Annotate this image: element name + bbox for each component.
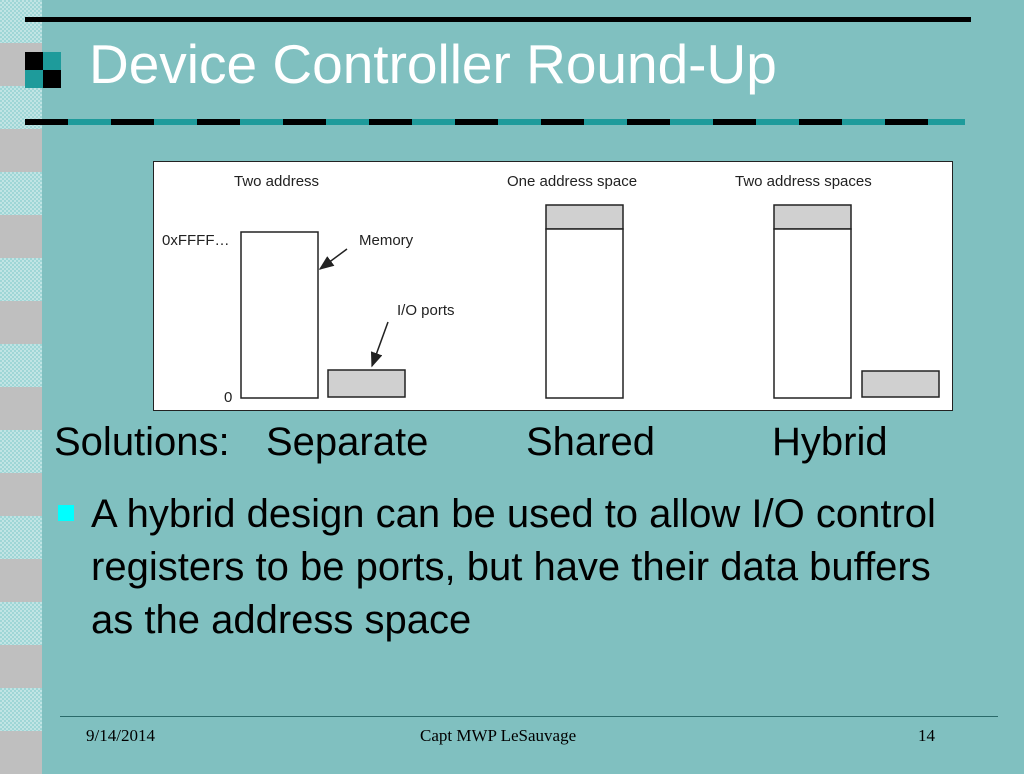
panel-label-separate: Two address [234,173,319,190]
memory-arrow [318,248,348,270]
memory-block [773,228,852,399]
panel-label-shared: One address space [507,173,637,190]
strip-band [0,215,42,258]
footer-rule [60,716,998,717]
io-ports-block [327,369,406,398]
panel-label-hybrid: Two address spaces [735,173,872,190]
memory-label: Memory [359,232,414,249]
strip-band [0,387,42,430]
bottom-address-label: 0 [224,389,232,406]
strip-band [0,731,42,774]
strip-band [0,301,42,344]
io-ports-label: I/O ports [397,302,455,319]
io-region-block [773,204,852,230]
footer-author: Capt MWP LeSauvage [420,726,577,745]
title-bullet-icon [25,52,61,88]
solutions-prefix: Solutions: [54,420,230,464]
title-underline-rule [25,119,965,125]
footer-date: 9/14/2014 [86,726,155,745]
solution-shared: Shared [526,420,655,464]
address-space-figure: Two address 0xFFFF… 0 Memory I/O ports O… [153,161,953,411]
top-address-label: 0xFFFF… [162,232,230,249]
io-ports-block [861,370,940,398]
memory-block [545,228,624,399]
io-region-block [545,204,624,230]
strip-band [0,645,42,688]
left-decorative-strip [0,0,42,774]
solution-hybrid: Hybrid [772,420,888,464]
io-ports-arrow [370,321,389,368]
strip-band [0,559,42,602]
slide-title: Device Controller Round-Up [89,33,777,95]
address-space-diagram: Two address 0xFFFF… 0 Memory I/O ports O… [162,173,940,406]
solution-separate: Separate [266,420,429,464]
top-rule [25,17,971,22]
strip-band [0,473,42,516]
footer-page-number: 14 [918,726,935,745]
bullet-icon [58,505,74,521]
solutions-row: Solutions: Separate Shared Hybrid [54,420,954,470]
memory-block [240,231,319,399]
strip-band [0,129,42,172]
bullet-text: A hybrid design can be used to allow I/O… [91,492,936,642]
